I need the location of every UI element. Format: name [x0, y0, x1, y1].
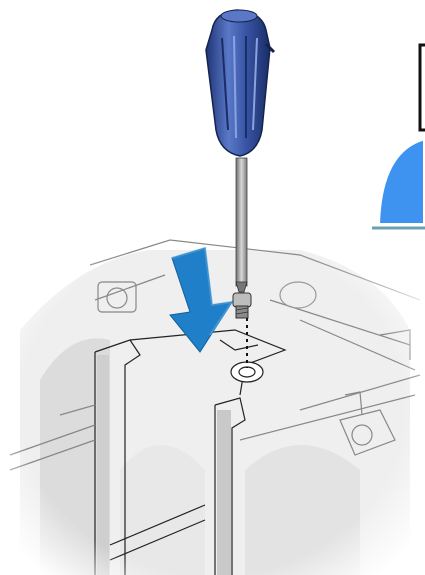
vignette [0, 200, 425, 575]
screw-icon [233, 293, 251, 318]
inset-detail [372, 45, 425, 228]
